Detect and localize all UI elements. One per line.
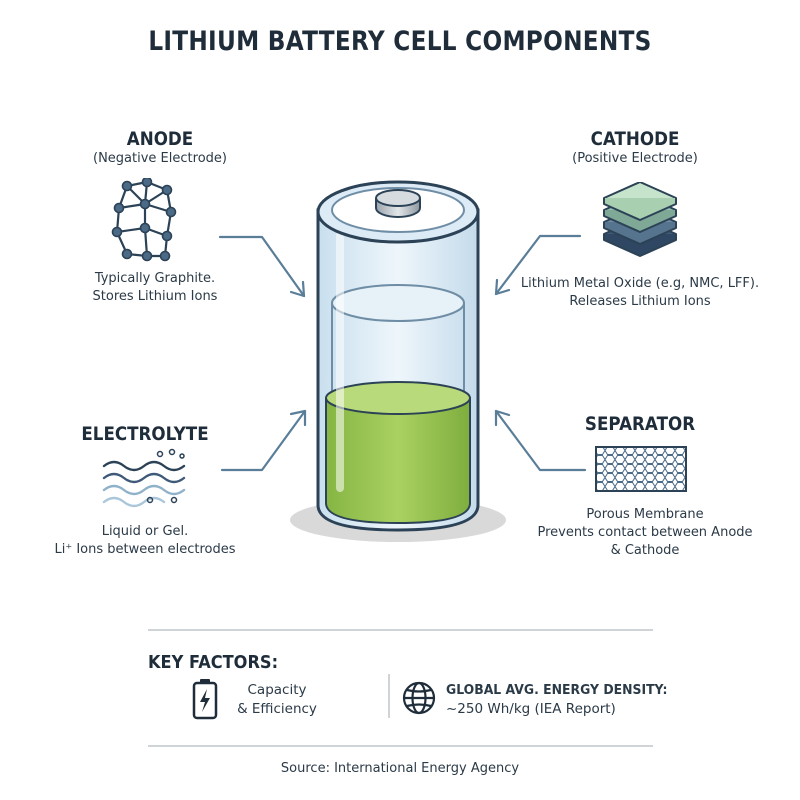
separator-arrow <box>494 409 587 472</box>
key-factors-title: KEY FACTORS: <box>148 652 279 673</box>
electrolyte-liquid <box>325 397 471 525</box>
bottom-divider <box>148 745 653 747</box>
cathode-arrow <box>494 234 582 296</box>
graphite-lattice-icon <box>111 178 177 262</box>
energy-density: GLOBAL AVG. ENERGY DENSITY: ~250 Wh/kg (… <box>446 682 668 717</box>
electrolyte-description: Liquid or Gel. Li⁺ Ions between electrod… <box>54 524 236 557</box>
capacity-efficiency: Capacity & Efficiency <box>237 682 317 717</box>
cathode-description: Lithium Metal Oxide (e.g, NMC, LFF). Rel… <box>520 276 760 309</box>
page-title: LITHIUM BATTERY CELL COMPONENTS <box>148 26 652 57</box>
wave-icon <box>102 448 186 508</box>
anode-description: Typically Graphite. Stores Lithium Ions <box>92 271 218 304</box>
electrolyte-title: ELECTROLYTE <box>81 423 209 445</box>
battery-charge-icon <box>192 679 218 720</box>
anode-title: ANODE <box>126 128 194 150</box>
top-divider <box>148 629 653 631</box>
cathode-subtitle: (Positive Electrode) <box>572 151 698 166</box>
globe-icon <box>402 681 436 715</box>
stacked-layers-icon <box>603 182 677 257</box>
porous-membrane-icon <box>595 446 687 492</box>
anode-arrow <box>218 235 306 298</box>
vertical-divider <box>388 674 390 718</box>
separator-title: SEPARATOR <box>584 413 696 435</box>
electrolyte-arrow <box>220 409 307 472</box>
source-note: Source: International Energy Agency <box>280 761 520 776</box>
anode-subtitle: (Negative Electrode) <box>93 151 227 166</box>
cathode-title: CATHODE <box>590 128 680 150</box>
separator-description: Porous Membrane Prevents contact between… <box>537 507 753 558</box>
